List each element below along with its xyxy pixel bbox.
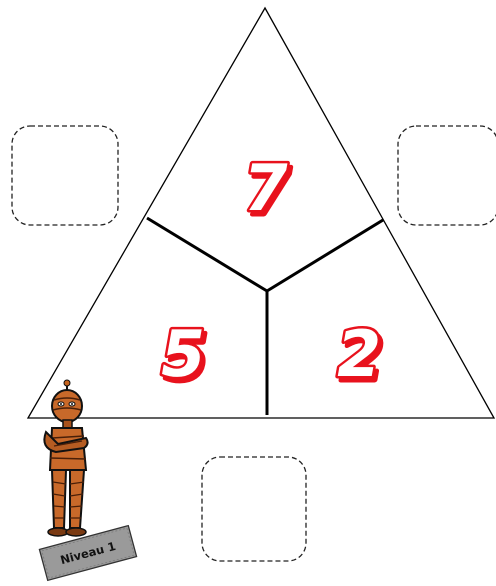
answer-box-right[interactable]	[398, 126, 496, 225]
answer-box-left[interactable]	[12, 126, 118, 225]
answer-box-bottom[interactable]	[202, 457, 306, 561]
